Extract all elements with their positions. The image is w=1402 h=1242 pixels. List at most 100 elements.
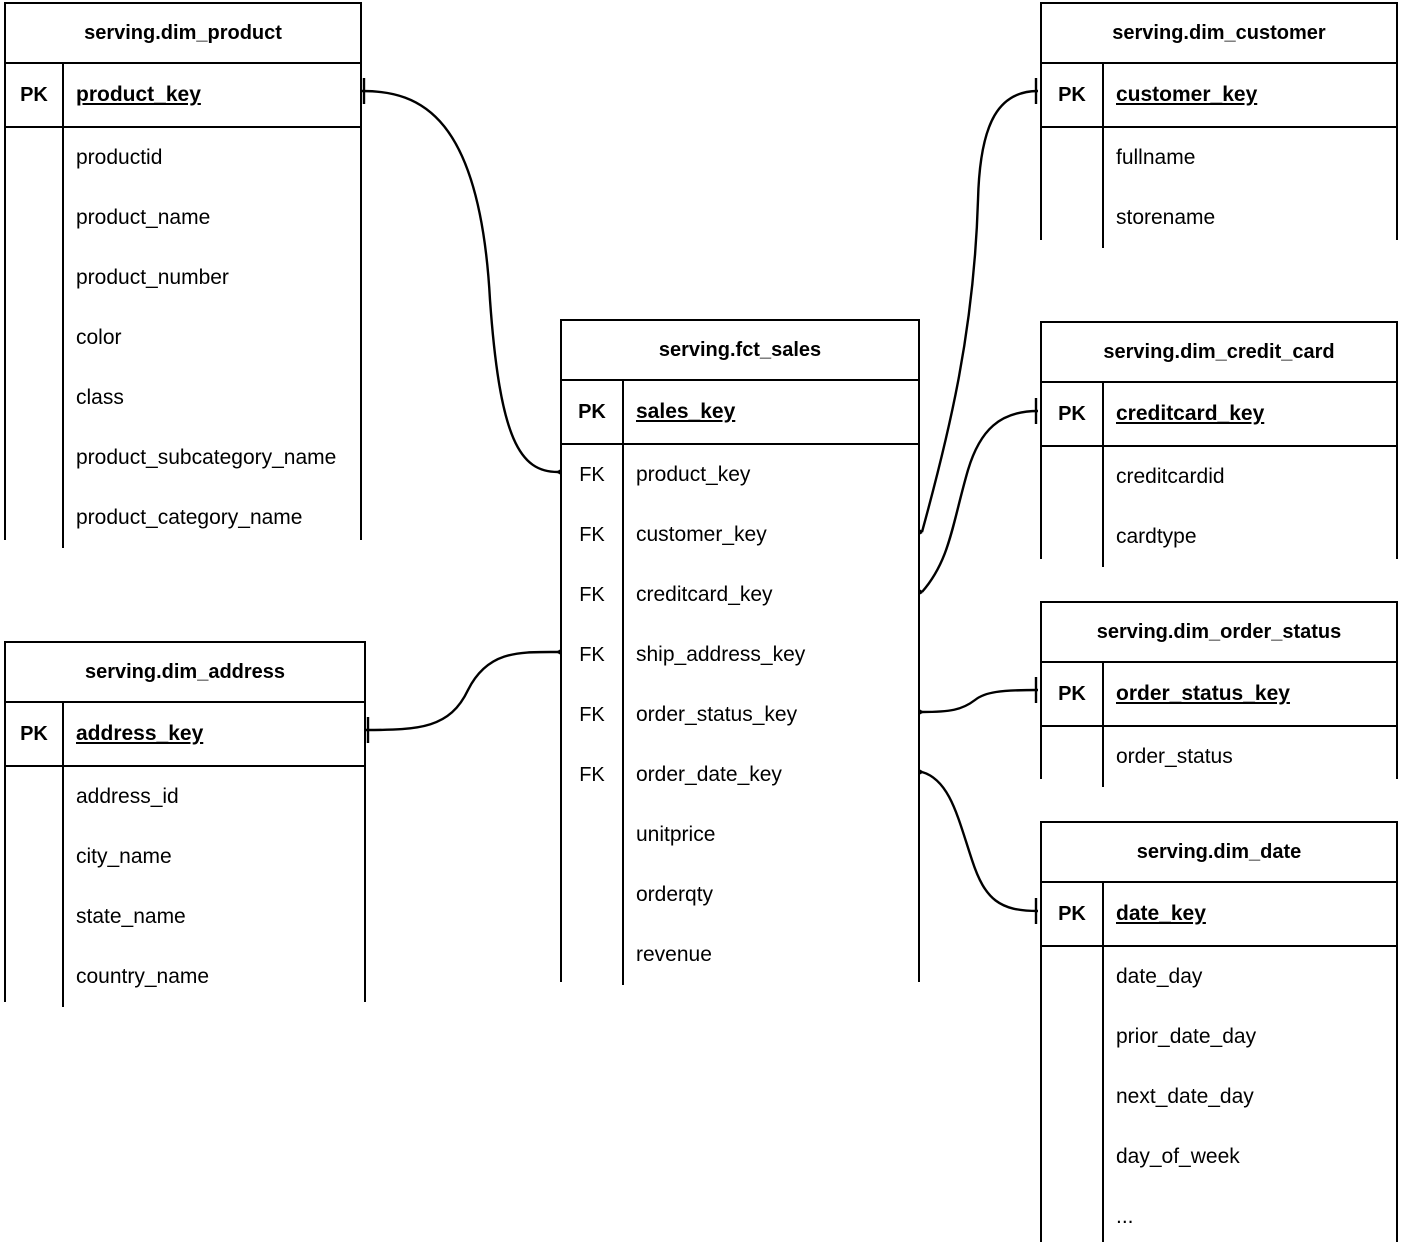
field-row[interactable]: prior_date_day <box>1042 1007 1396 1067</box>
field-row[interactable]: storename <box>1042 188 1396 248</box>
field-row[interactable]: FK customer_key <box>562 505 918 565</box>
key-cell-empty <box>6 488 64 548</box>
field-row[interactable]: orderqty <box>562 865 918 925</box>
field-row[interactable]: unitprice <box>562 805 918 865</box>
key-cell-empty <box>6 308 64 368</box>
field-row[interactable]: day_of_week <box>1042 1127 1396 1187</box>
field-row[interactable]: product_subcategory_name <box>6 428 360 488</box>
field-row[interactable]: address_id <box>6 767 364 827</box>
relationship-line-rel-date-sales <box>921 770 1039 913</box>
entity-title-dim_customer: serving.dim_customer <box>1042 4 1396 64</box>
relationship-line-rel-product-sales <box>361 89 559 474</box>
field-name: revenue <box>636 942 712 966</box>
relationship-line-rel-customer-sales <box>920 89 1039 533</box>
entity-field-list: PK address_key address_id city_name state_na… <box>6 703 364 1007</box>
primary-key-badge: PK <box>1042 64 1104 126</box>
primary-key-badge: PK <box>6 703 64 765</box>
field-row[interactable]: color <box>6 308 360 368</box>
field-name: order_status <box>1116 744 1233 768</box>
relationship-line-rel-address-sales <box>365 650 559 732</box>
field-name: address_key <box>76 721 204 745</box>
foreign-key-badge: FK <box>562 745 624 805</box>
entity-title-dim_order_status: serving.dim_order_status <box>1042 603 1396 663</box>
field-row[interactable]: PK date_key <box>1042 883 1396 947</box>
field-name: product_category_name <box>76 505 303 529</box>
primary-key-badge: PK <box>1042 883 1104 945</box>
field-name: orderqty <box>636 882 714 906</box>
field-name: country_name <box>76 964 210 988</box>
field-row[interactable]: PK customer_key <box>1042 64 1396 128</box>
key-cell-empty <box>6 248 64 308</box>
field-name: address_id <box>76 784 179 808</box>
entity-title-dim_product: serving.dim_product <box>6 4 360 64</box>
field-row[interactable]: city_name <box>6 827 364 887</box>
key-cell-empty <box>1042 947 1104 1007</box>
field-row[interactable]: revenue <box>562 925 918 985</box>
field-name: unitprice <box>636 822 716 846</box>
key-cell-empty <box>6 827 64 887</box>
key-cell-empty <box>1042 447 1104 507</box>
field-name: customer_key <box>636 522 767 546</box>
field-row[interactable]: class <box>6 368 360 428</box>
field-row[interactable]: date_day <box>1042 947 1396 1007</box>
field-row[interactable]: productid <box>6 128 360 188</box>
field-row[interactable]: product_number <box>6 248 360 308</box>
field-name: order_status_key <box>636 702 798 726</box>
field-row[interactable]: ... <box>1042 1187 1396 1242</box>
field-name: next_date_day <box>1116 1084 1254 1108</box>
field-row[interactable]: order_status <box>1042 727 1396 787</box>
foreign-key-badge: FK <box>562 505 624 565</box>
field-row[interactable]: product_name <box>6 188 360 248</box>
key-cell-empty <box>1042 128 1104 188</box>
key-cell-empty <box>1042 1127 1104 1187</box>
field-row[interactable]: creditcardid <box>1042 447 1396 507</box>
entity-title-dim_date: serving.dim_date <box>1042 823 1396 883</box>
key-cell-empty <box>1042 1187 1104 1242</box>
field-name: sales_key <box>636 399 736 423</box>
field-row[interactable]: cardtype <box>1042 507 1396 567</box>
key-cell-empty <box>6 428 64 488</box>
key-cell-empty <box>6 368 64 428</box>
relationship-line-rel-orderstatus-sales <box>921 688 1039 714</box>
field-name: customer_key <box>1116 82 1258 106</box>
field-row[interactable]: product_category_name <box>6 488 360 548</box>
field-name: class <box>76 385 124 409</box>
field-name: productid <box>76 145 163 169</box>
key-cell-empty <box>562 805 624 865</box>
field-row[interactable]: fullname <box>1042 128 1396 188</box>
field-row[interactable]: next_date_day <box>1042 1067 1396 1127</box>
entity-title-dim_credit_card: serving.dim_credit_card <box>1042 323 1396 383</box>
field-row[interactable]: PK address_key <box>6 703 364 767</box>
field-name: city_name <box>76 844 172 868</box>
field-row[interactable]: country_name <box>6 947 364 1007</box>
key-cell-empty <box>6 128 64 188</box>
key-cell-empty <box>6 767 64 827</box>
field-name: product_name <box>76 205 211 229</box>
key-cell-empty <box>6 188 64 248</box>
field-row[interactable]: state_name <box>6 887 364 947</box>
primary-key-badge: PK <box>1042 663 1104 725</box>
field-name: date_key <box>1116 901 1206 925</box>
field-name: ... <box>1116 1204 1134 1228</box>
field-name: color <box>76 325 122 349</box>
